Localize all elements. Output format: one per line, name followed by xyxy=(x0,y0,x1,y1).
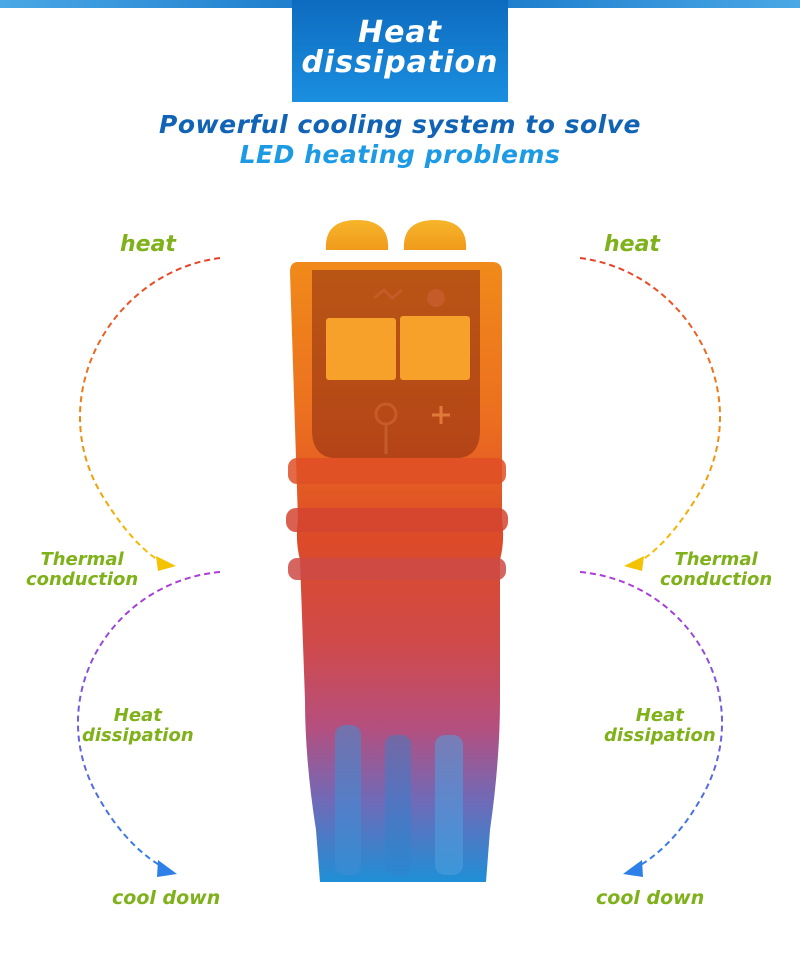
right-cool-down-label: cool down xyxy=(596,887,705,909)
header-title-line1: Heat xyxy=(357,15,443,50)
left-thermal-line2: conduction xyxy=(26,569,139,590)
right-heat-arrow-icon xyxy=(579,257,721,571)
subtitle-line2: LED heating problems xyxy=(239,140,561,169)
right-dissipation-line2: dissipation xyxy=(604,725,716,746)
left-thermal-line1: Thermal xyxy=(40,549,124,570)
left-thermal-conduction-label: Thermal conduction xyxy=(26,550,138,590)
left-dissipation-line1: Heat xyxy=(113,705,162,726)
subtitle-line1: Powerful cooling system to solve xyxy=(159,110,641,139)
right-dissipation-line1: Heat xyxy=(635,705,684,726)
right-heat-dissipation-label: Heat dissipation xyxy=(604,706,716,746)
right-thermal-conduction-label: Thermal conduction xyxy=(660,550,772,590)
left-cool-arrow-icon xyxy=(76,571,221,877)
right-thermal-line1: Thermal xyxy=(674,549,758,570)
left-heat-label: heat xyxy=(120,232,176,257)
left-heat-arrow-icon xyxy=(79,257,221,571)
led-bulb-icon xyxy=(286,220,508,882)
left-heat-dissipation-label: Heat dissipation xyxy=(82,706,194,746)
header-title-line2: dissipation xyxy=(301,45,499,80)
right-thermal-line2: conduction xyxy=(660,569,773,590)
left-cool-down-label: cool down xyxy=(112,887,221,909)
left-dissipation-line2: dissipation xyxy=(82,725,194,746)
right-heat-label: heat xyxy=(604,232,660,257)
header-badge: Heat dissipation xyxy=(292,0,508,102)
right-cool-arrow-icon xyxy=(579,571,724,877)
